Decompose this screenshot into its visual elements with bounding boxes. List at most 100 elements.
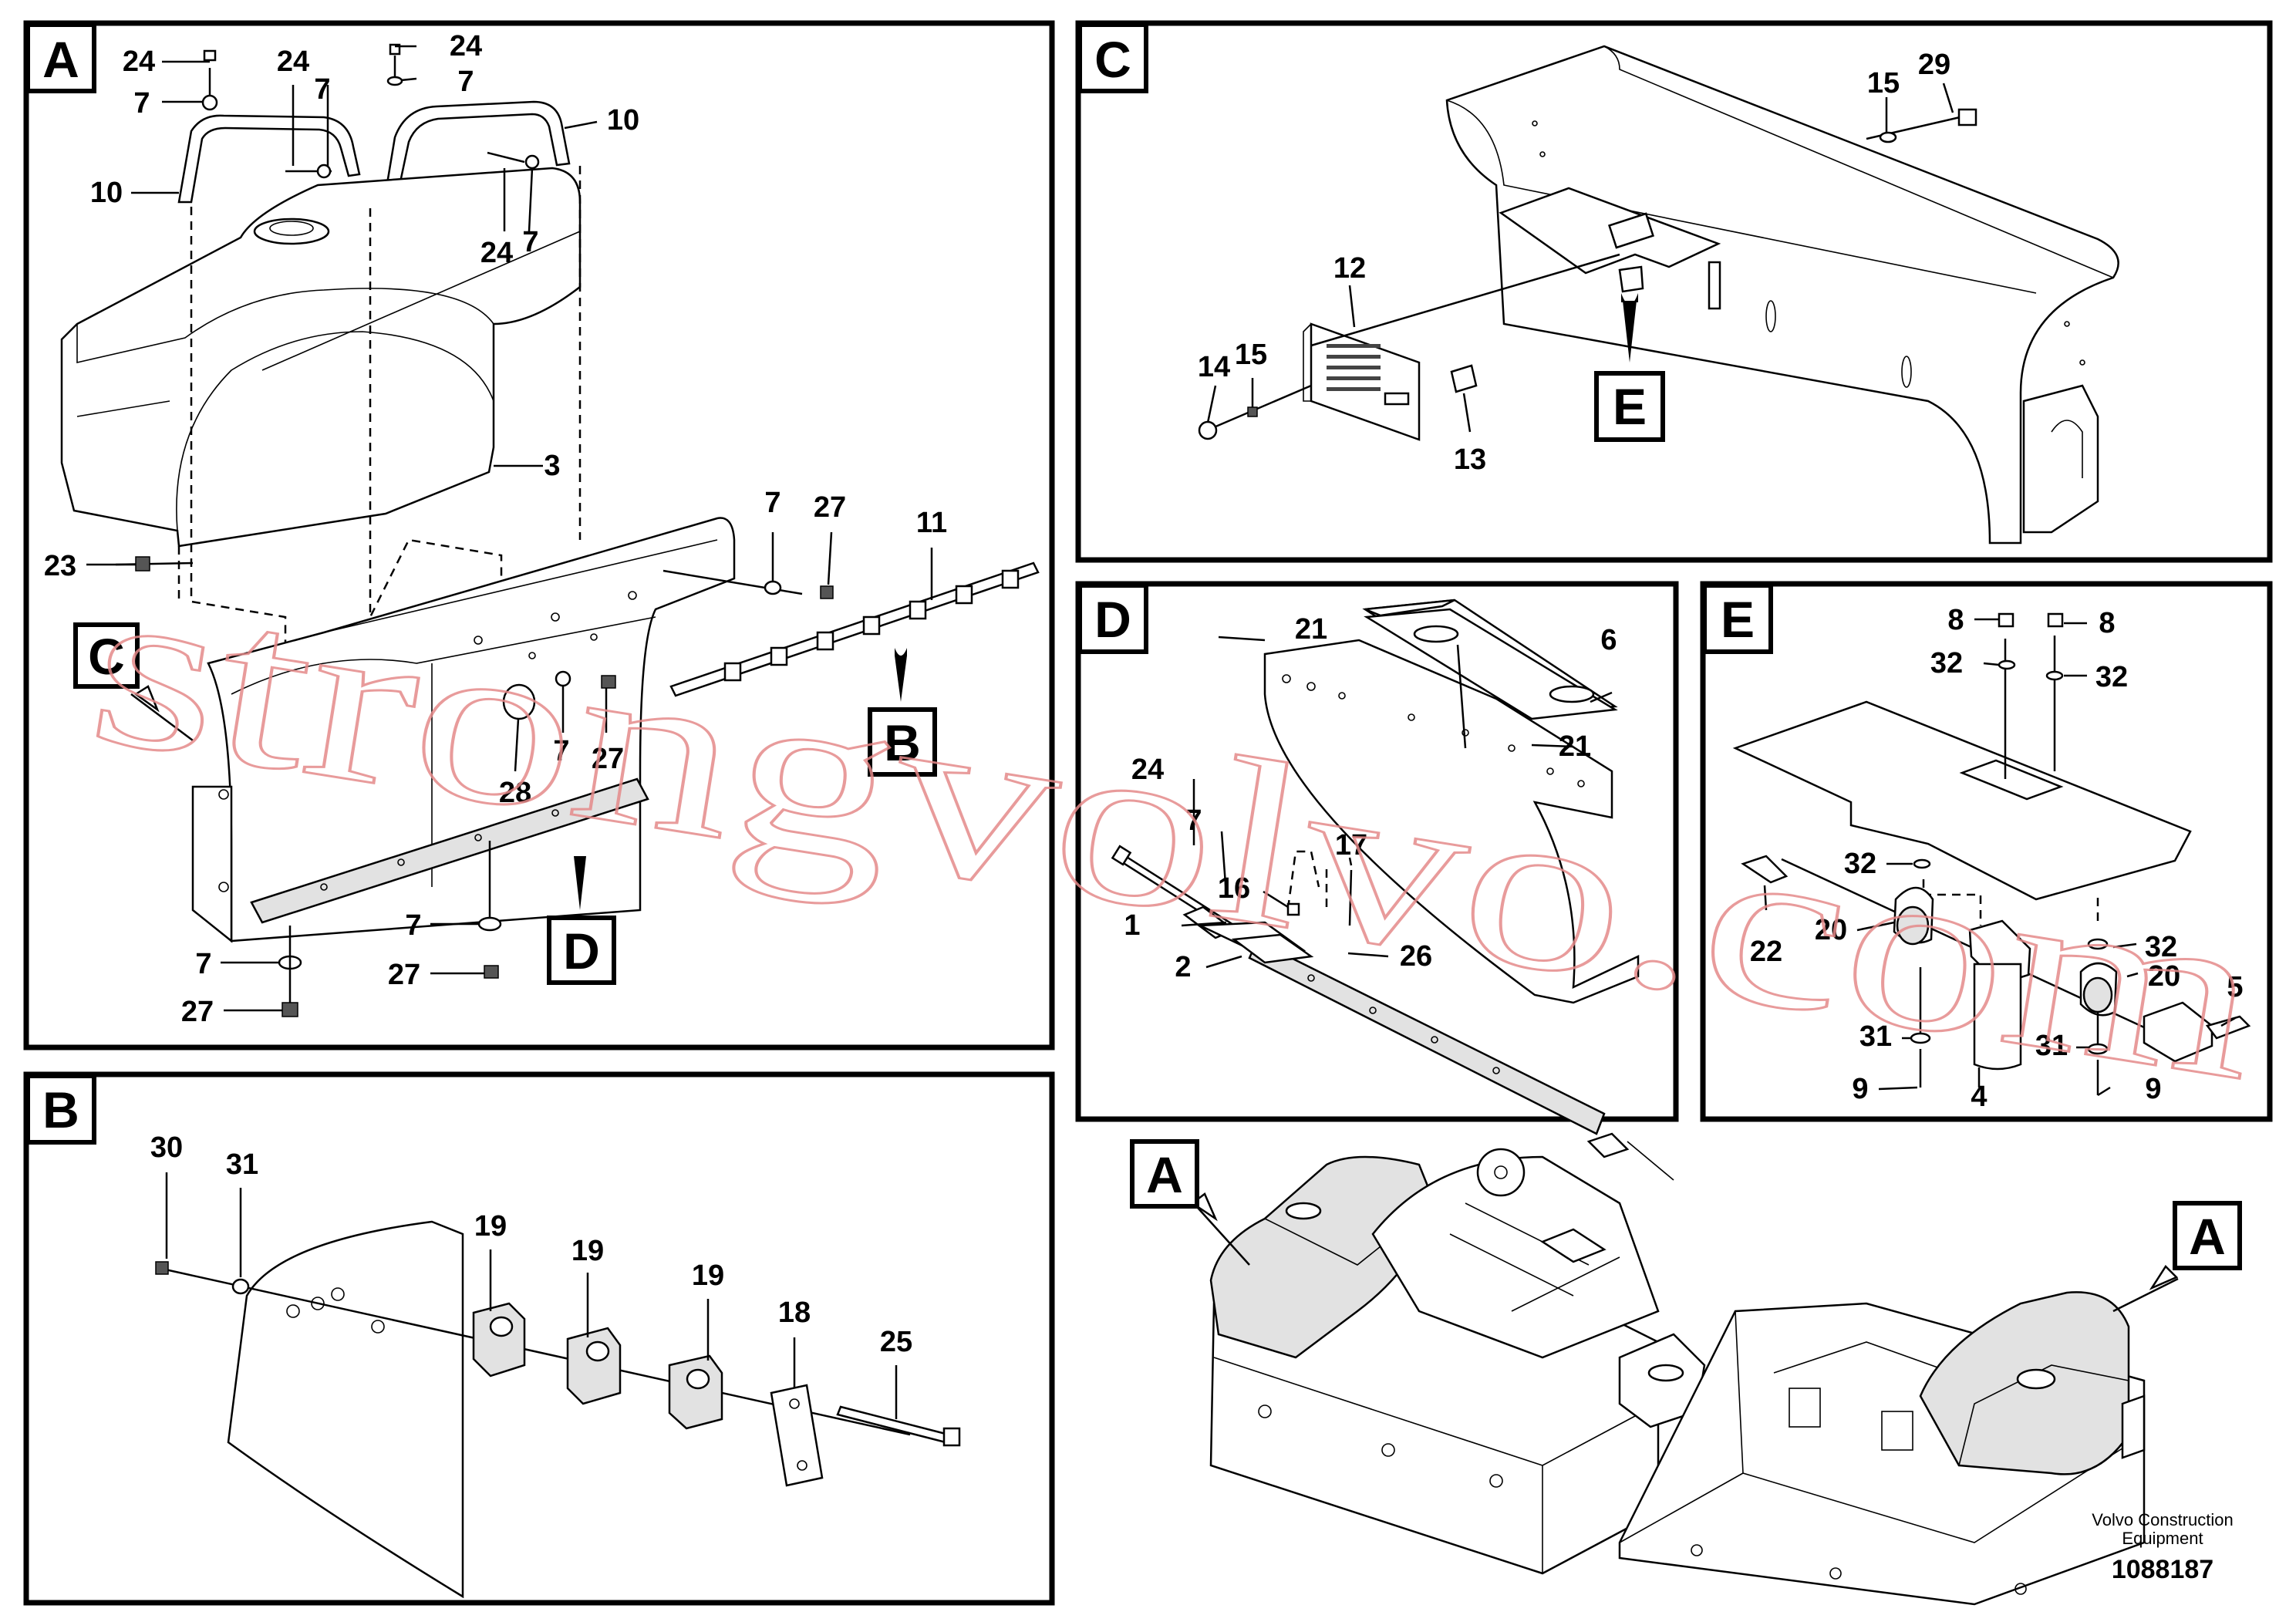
- callout-c-letter: C: [88, 628, 125, 685]
- label-e8-1: 8: [1947, 604, 1964, 636]
- label-b31: 31: [226, 1148, 258, 1181]
- label-b19-1: 19: [474, 1210, 507, 1243]
- label-e8-2: 8: [2099, 607, 2115, 639]
- tank-shell: [1445, 45, 2119, 545]
- panel-d-letter: D: [1094, 591, 1131, 648]
- frame-edge: [227, 1220, 464, 1599]
- label-a3: 3: [544, 450, 560, 482]
- label-a27-2: 27: [592, 743, 624, 775]
- label-a7-8: 7: [195, 948, 211, 980]
- panel-a-letter: A: [42, 31, 79, 88]
- label-c29: 29: [1918, 49, 1950, 81]
- overview-cab: [1371, 1155, 1660, 1359]
- callout-e-letter: E: [1613, 378, 1647, 435]
- label-a24-4: 24: [480, 237, 513, 269]
- frame-member: [1263, 639, 1640, 1004]
- label-b19-2: 19: [571, 1235, 604, 1267]
- label-e5: 5: [2227, 971, 2243, 1003]
- bracket-12: [1310, 322, 1421, 441]
- label-d26: 26: [1400, 940, 1432, 973]
- label-a27-4: 27: [181, 996, 214, 1028]
- label-e32-3: 32: [1844, 848, 1876, 880]
- panel-d: D 21 6 21 24 7 17 16 1 26: [1075, 581, 1679, 1135]
- panel-a: A: [23, 20, 1055, 1050]
- panel-c-frame: [1075, 20, 2273, 563]
- label-e22: 22: [1750, 936, 1782, 968]
- label-a24-2: 24: [277, 46, 309, 78]
- label-a27-1: 27: [814, 491, 846, 524]
- panel-a-frame: [23, 20, 1055, 1050]
- label-e32-4: 32: [2145, 931, 2177, 963]
- tank-body: [60, 167, 582, 548]
- label-d17: 17: [1335, 829, 1367, 862]
- handle-left: [177, 114, 361, 204]
- label-e31-2: 31: [2035, 1030, 2068, 1062]
- elbow-fitting: [1741, 855, 1789, 884]
- label-c12: 12: [1333, 252, 1366, 285]
- panel-d-frame: [1075, 581, 1679, 1122]
- label-c15-2: 15: [1235, 339, 1267, 371]
- clamp-1: [472, 1302, 526, 1378]
- label-a24-1: 24: [123, 46, 155, 78]
- fitting-5: [2143, 1001, 2213, 1063]
- panel-e-letter: E: [1721, 591, 1755, 648]
- label-e32-1: 32: [1930, 647, 1963, 679]
- label-d21-1: 21: [1295, 613, 1327, 646]
- label-e9-1: 9: [1852, 1073, 1868, 1105]
- panel-c: C E 15 29 12 14: [1075, 20, 2273, 563]
- label-a7-4: 7: [522, 226, 538, 258]
- callout-d-letter: D: [563, 922, 600, 980]
- label-a24-3: 24: [450, 30, 482, 62]
- document-number: 1088187: [2112, 1555, 2213, 1584]
- label-a10-2: 10: [607, 104, 639, 137]
- label-a28: 28: [499, 777, 531, 809]
- brand-line-1: Volvo Construction: [2092, 1510, 2233, 1529]
- label-b30: 30: [150, 1131, 183, 1164]
- label-e9-2: 9: [2145, 1073, 2161, 1105]
- machine-overview: A A Volvo Construction Equipment 1088187: [1130, 1132, 2242, 1606]
- label-a23: 23: [44, 550, 76, 582]
- grommet: [502, 683, 536, 720]
- panel-e: E 8 8 32 32 32: [1700, 581, 2273, 1122]
- brand-line-2: Equipment: [2122, 1529, 2203, 1548]
- panel-c-letter: C: [1094, 31, 1131, 88]
- relay-13: [1450, 364, 1478, 393]
- label-a7-3: 7: [457, 66, 474, 98]
- label-c14: 14: [1198, 351, 1230, 383]
- filter-4: [1973, 963, 2022, 1071]
- label-a7-7: 7: [405, 909, 421, 942]
- label-a7-6: 7: [553, 735, 569, 767]
- label-d2: 2: [1175, 951, 1191, 983]
- label-e32-2: 32: [2095, 661, 2128, 693]
- panel-b-letter: B: [42, 1081, 79, 1138]
- label-a7-1: 7: [133, 87, 150, 120]
- spray-nozzles: [723, 569, 1020, 682]
- panel-b-frame: [23, 1071, 1055, 1606]
- label-c13: 13: [1454, 443, 1486, 476]
- label-e31-1: 31: [1859, 1020, 1892, 1053]
- label-d21-2: 21: [1559, 730, 1591, 763]
- filler-cap: [253, 218, 330, 245]
- label-a27-3: 27: [388, 959, 420, 991]
- label-b25: 25: [880, 1326, 912, 1358]
- panel-e-frame: [1700, 581, 2273, 1122]
- label-d24: 24: [1131, 754, 1164, 786]
- long-bolt: [836, 1405, 950, 1444]
- clamp-3: [668, 1354, 723, 1430]
- label-d1: 1: [1124, 909, 1140, 942]
- clamp-2: [566, 1327, 622, 1405]
- label-a7-5: 7: [764, 487, 781, 519]
- label-b18: 18: [778, 1297, 811, 1329]
- callout-b-letter: B: [884, 714, 921, 771]
- panel-b: B 30 31 19 19 19 18 25: [23, 1071, 1055, 1606]
- label-e20-2: 20: [2148, 960, 2180, 993]
- handle-right: [384, 100, 571, 194]
- overview-left-tank: [1209, 1155, 1436, 1359]
- frame-body: [207, 517, 736, 943]
- label-a10-1: 10: [90, 177, 123, 209]
- label-a7-2: 7: [314, 73, 330, 106]
- label-d7: 7: [1185, 804, 1202, 837]
- label-d6: 6: [1600, 624, 1617, 656]
- label-d16: 16: [1218, 872, 1250, 905]
